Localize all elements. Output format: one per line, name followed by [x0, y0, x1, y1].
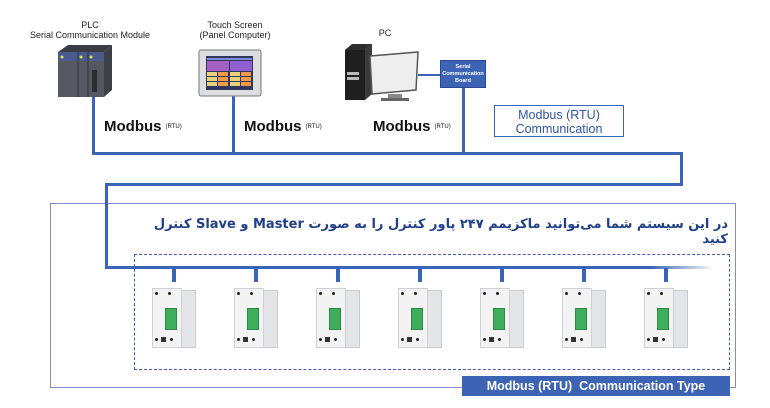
modbus-main: Modbus: [104, 118, 162, 135]
touch-screen-title: Touch Screen: [207, 20, 263, 30]
power-controller-icon: [150, 288, 200, 348]
controllers-dashed-frame: [134, 254, 730, 370]
controller-drop-line: [664, 268, 668, 282]
bus-left-vertical: [105, 183, 108, 268]
outer-frame: [50, 203, 736, 388]
communication-box-line2: Communication: [515, 122, 603, 136]
communication-box: Modbus (RTU) Communication: [494, 105, 624, 137]
modbus-sub: (RTU): [434, 124, 451, 131]
bus-board-drop: [462, 86, 465, 155]
bus-plc-drop: [92, 96, 95, 155]
controller-drop-line: [500, 268, 504, 282]
touch-screen-icon: [198, 49, 262, 97]
serial-board-line3: Board: [455, 78, 471, 84]
modbus-label-touch: Modbus(RTU): [244, 118, 322, 135]
plc-title: PLC: [81, 20, 99, 30]
plc-label: PLC Serial Communication Module: [20, 20, 160, 40]
power-controller-icon: [396, 288, 446, 348]
pc-icon: [345, 44, 419, 101]
plc-icon: [58, 45, 112, 97]
power-controller-icon: [642, 288, 692, 348]
serial-board-line2: Communication: [442, 71, 484, 77]
power-controller-icon: [560, 288, 610, 348]
power-controller-icon: [232, 288, 282, 348]
bus-mid-horizontal: [105, 183, 683, 186]
plc-subtitle: Serial Communication Module: [29, 30, 151, 40]
power-controller-icon: [478, 288, 528, 348]
controller-drop-line: [172, 268, 176, 282]
pc-label: PC: [370, 28, 400, 38]
pc-title: PC: [378, 28, 392, 38]
info-text: در این سیستم شما می‌توانید ماکزیمم ۲۴۷ پ…: [153, 217, 728, 247]
pc-board-link: [418, 74, 440, 76]
bus-controllers-horizontal: [105, 266, 710, 269]
bus-top-horizontal: [92, 152, 682, 155]
touch-screen-subtitle: (Panel Computer): [199, 30, 271, 40]
serial-board-box: Serial Communication Board: [440, 60, 486, 88]
communication-type-badge: Modbus (RTU) Communication Type: [462, 376, 730, 396]
controller-drop-line: [336, 268, 340, 282]
bus-right-vertical: [680, 152, 683, 185]
controller-drop-line: [418, 268, 422, 282]
controller-drop-line: [254, 268, 258, 282]
communication-box-line1: Modbus (RTU): [518, 108, 600, 122]
modbus-label-plc: Modbus(RTU): [104, 118, 182, 135]
bus-touch-drop: [232, 96, 235, 155]
power-controller-icon: [314, 288, 364, 348]
modbus-sub: (RTU): [165, 124, 182, 131]
serial-board-line1: Serial: [455, 64, 471, 70]
modbus-main: Modbus: [373, 118, 431, 135]
controller-drop-line: [582, 268, 586, 282]
modbus-main: Modbus: [244, 118, 302, 135]
modbus-sub: (RTU): [305, 124, 322, 131]
modbus-label-pc: Modbus(RTU): [373, 118, 451, 135]
touch-screen-label: Touch Screen (Panel Computer): [190, 20, 280, 40]
